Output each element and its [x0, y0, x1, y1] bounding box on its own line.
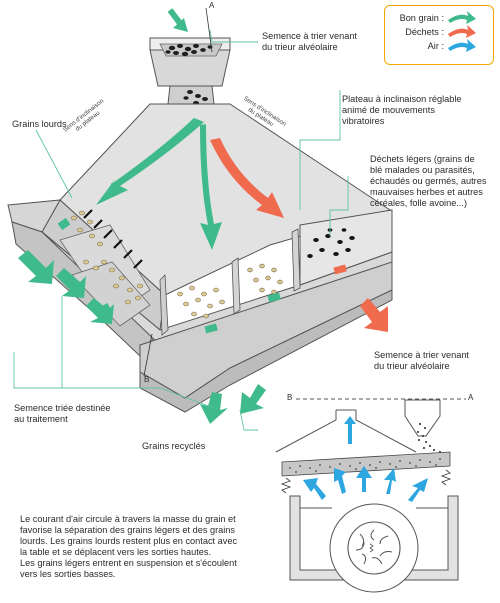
air-arrows: [303, 416, 428, 502]
good-grain-arrows: [18, 118, 266, 424]
gravity-table: [7, 103, 393, 413]
feed-arrow: [167, 8, 188, 32]
legend-arrows: [448, 11, 476, 52]
deck-dividers: [83, 209, 143, 269]
waste-arrows: [210, 138, 388, 332]
recycled-grains-label: Grains recyclés: [142, 441, 206, 451]
legend-air: Air :: [427, 41, 444, 51]
section-line: [143, 7, 466, 400]
leader-lines: [13, 29, 349, 431]
letter-b-left: B: [287, 393, 293, 402]
cross-section: [275, 399, 459, 593]
letter-b-bottom: B: [144, 375, 150, 384]
good-grains: [71, 210, 283, 319]
legend-good-grain: Bon grain :: [399, 13, 444, 23]
air-explanation: Le courant d'air circule à travers la ma…: [20, 514, 238, 579]
letter-a-top: A: [209, 1, 215, 10]
heavy-grains-label: Grains lourds: [12, 119, 67, 129]
legend: [384, 5, 494, 65]
waste-grains: [307, 228, 355, 258]
legend-waste: Déchets :: [405, 27, 444, 37]
letter-a-right: A: [468, 393, 474, 402]
